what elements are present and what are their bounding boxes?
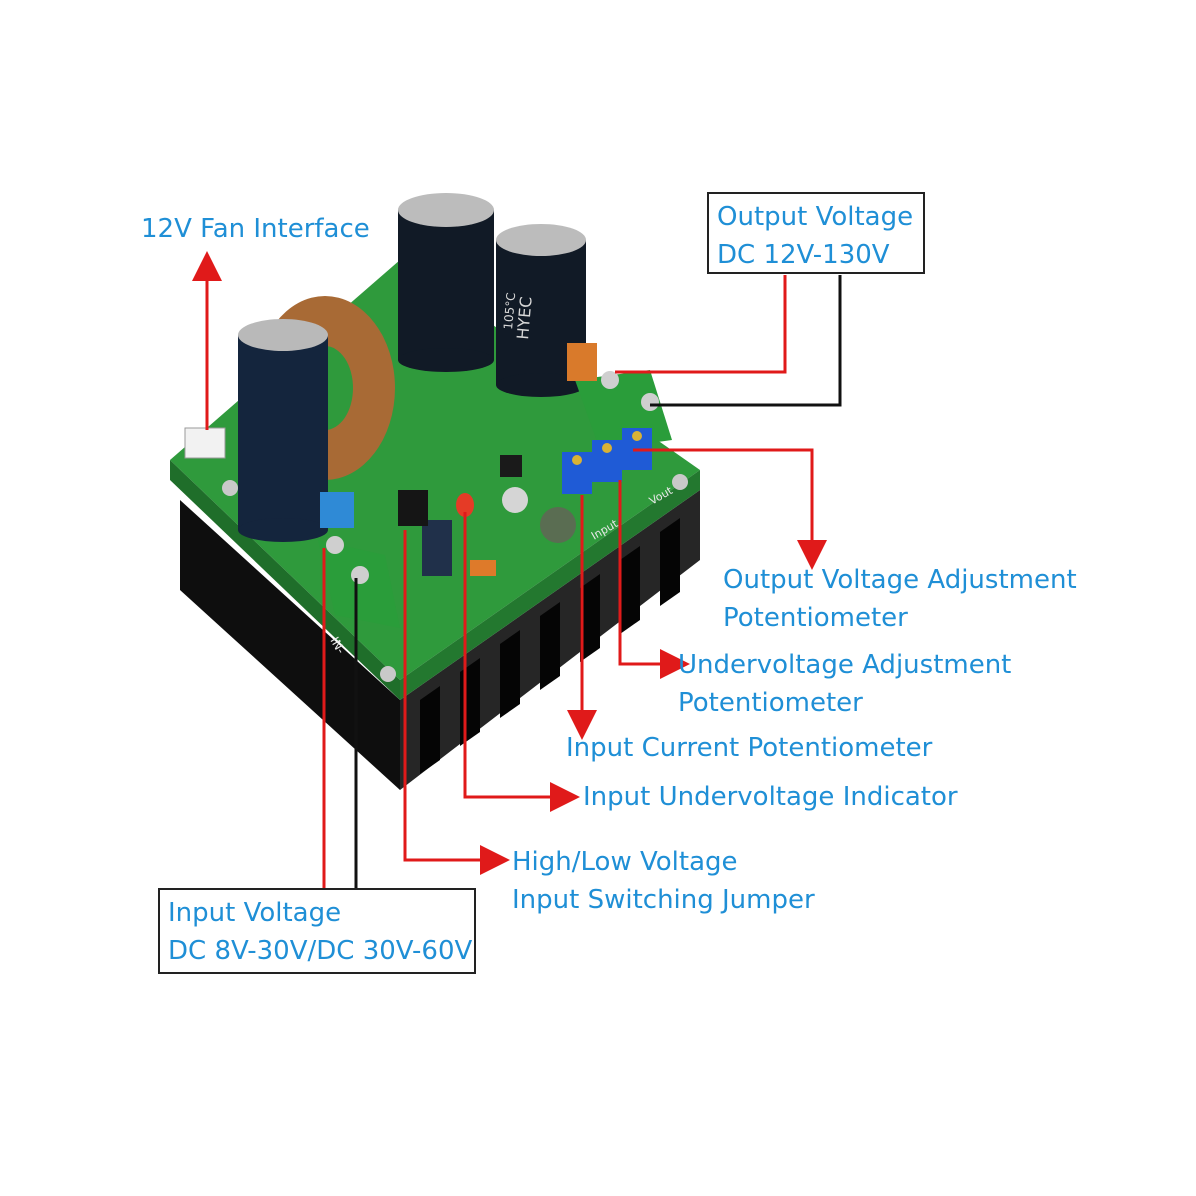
undervoltage-indicator-label: Input Undervoltage Indicator xyxy=(583,782,958,812)
input-terminal-block: IN- xyxy=(318,536,400,656)
indicator-arrow xyxy=(463,512,580,812)
output-pot-label-2: Potentiometer xyxy=(723,603,908,633)
undervoltage-pot-label-1: Undervoltage Adjustment xyxy=(678,650,1012,680)
capacitor-temp-text: 105°C xyxy=(501,292,518,330)
capacitor-brand-text: HYEC xyxy=(513,296,536,341)
jumper-label-1: High/Low Voltage xyxy=(512,847,738,877)
output-black-wire xyxy=(650,275,842,407)
output-pot-label-1: Output Voltage Adjustment xyxy=(723,565,1077,595)
output-red-wire xyxy=(615,275,787,374)
fan-interface-label: 12V Fan Interface xyxy=(141,214,370,244)
jumper-arrow xyxy=(403,530,510,875)
output-voltage-box: Output Voltage DC 12V-130V xyxy=(707,192,925,274)
fan-connector xyxy=(184,427,226,459)
input-voltage-line-1: Input Voltage xyxy=(168,898,342,928)
heatsink xyxy=(180,490,700,790)
jumper-label-2: Input Switching Jumper xyxy=(512,885,815,915)
undervoltage-pot-label-2: Potentiometer xyxy=(678,688,863,718)
electrolytic-capacitors: HYEC 105°C xyxy=(238,193,586,542)
input-current-pot-label: Input Current Potentiometer xyxy=(566,733,933,763)
output-voltage-line-2: DC 12V-130V xyxy=(717,240,890,270)
callout-lines xyxy=(192,251,842,888)
output-voltage-line-1: Output Voltage xyxy=(717,202,914,232)
input-voltage-line-2: DC 8V-30V/DC 30V-60V xyxy=(168,936,473,966)
input-voltage-box: Input Voltage DC 8V-30V/DC 30V-60V xyxy=(158,888,476,974)
undervoltage-pot-arrow xyxy=(618,480,690,679)
small-components xyxy=(320,343,597,576)
output-pot-arrow xyxy=(633,448,827,570)
